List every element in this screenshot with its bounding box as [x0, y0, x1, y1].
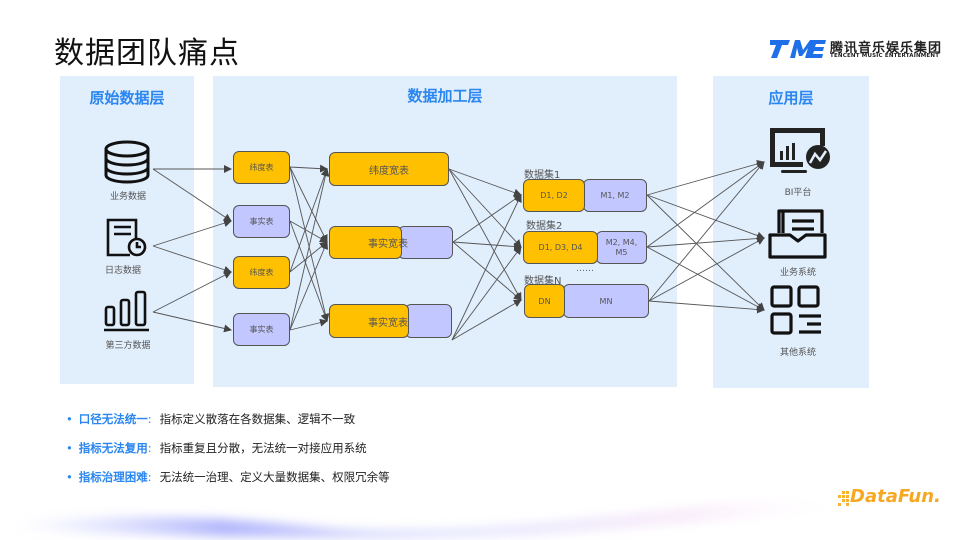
source-label-log: 日志数据	[104, 266, 141, 276]
wide-table-fact[interactable]: 事实宽表	[329, 304, 409, 338]
raw-panel-title: 原始数据层	[89, 89, 165, 107]
connector-arrow	[448, 168, 522, 197]
application-panel-title: 应用层	[768, 89, 814, 107]
connector-arrow	[646, 234, 765, 248]
connector-arrow	[646, 161, 765, 248]
pain-point-item: • 指标治理困难: 无法统一治理、定义大量数据集、权限冗余等	[66, 469, 390, 485]
source-label-business: 业务数据	[109, 192, 146, 202]
business-system-icon	[768, 209, 827, 259]
base-table-dimension[interactable]: 纬度表	[233, 151, 290, 184]
bar-chart-icon	[104, 290, 149, 332]
pain-point-separator: :	[147, 441, 152, 455]
pain-point-separator: :	[147, 412, 152, 426]
raw-data-panel	[60, 76, 194, 384]
connector-arrow	[289, 318, 328, 331]
datafun-dots-icon	[838, 491, 849, 506]
connector-arrow	[646, 160, 765, 196]
pain-point-key: 指标无法复用	[78, 441, 148, 455]
connector-arrow	[289, 168, 329, 273]
connector-arrow	[648, 161, 765, 302]
bullet-icon: •	[66, 441, 73, 455]
wide-table-fact[interactable]: 事实宽表	[329, 226, 408, 259]
connector-arrow	[152, 311, 232, 333]
connector-arrow	[289, 241, 328, 331]
connector-arrow	[289, 164, 328, 173]
connector-arrow	[648, 300, 765, 314]
grid-apps-icon	[770, 285, 821, 335]
dataset-name: 数据集1	[524, 170, 561, 181]
connector-arrow	[451, 194, 522, 341]
datafun-logo: DataFun.	[850, 486, 941, 507]
connector-arrow	[152, 219, 232, 247]
connector-arrow	[451, 299, 522, 341]
dataset-metrics[interactable]: M1, M2	[583, 179, 647, 212]
processing-panel-title: 数据加工层	[407, 87, 483, 105]
wide-table-fact-extension	[405, 304, 452, 338]
connector-arrow	[289, 220, 329, 322]
connector-arrow	[152, 168, 232, 222]
source-label-third-party: 第三方数据	[105, 341, 151, 351]
decorative-swoosh	[10, 500, 860, 539]
logo-name-en: TENCENT MUSIC ENTERTAINMENT	[830, 53, 940, 59]
connector-arrow	[289, 168, 330, 331]
base-table-fact[interactable]: 事实表	[233, 205, 290, 238]
connector-arrow	[289, 220, 328, 243]
database-icon	[104, 140, 150, 184]
dataset-dimensions[interactable]: DN	[524, 284, 565, 318]
pain-point-desc: 无法统一治理、定义大量数据集、权限冗余等	[159, 470, 390, 484]
connector-arrow	[646, 194, 765, 240]
dataset-dimensions[interactable]: D1, D2	[523, 179, 585, 212]
bullet-icon: •	[66, 470, 73, 484]
pain-point-desc: 指标重复且分散，无法统一对接应用系统	[159, 441, 367, 455]
base-table-dimension[interactable]: 纬度表	[233, 256, 290, 289]
connector-arrow	[152, 271, 232, 313]
wide-table-dimension[interactable]: 纬度宽表	[329, 152, 449, 186]
dataset-metrics[interactable]: M2, M4, M5	[596, 231, 647, 264]
connector-arrow	[448, 168, 522, 248]
connector-arrow	[646, 194, 765, 311]
pain-point-desc: 指标定义散落在各数据集、逻辑不一致	[159, 412, 356, 426]
log-document-icon	[106, 218, 147, 257]
connector-arrow	[289, 166, 330, 322]
pain-point-item: • 口径无法统一: 指标定义散落在各数据集、逻辑不一致	[66, 411, 355, 427]
logo-name-cn: 腾讯音乐娱乐集团	[830, 41, 943, 56]
pain-point-key: 指标治理困难	[78, 470, 148, 484]
connector-arrow	[448, 168, 522, 301]
connector-arrow	[152, 245, 232, 274]
dataset-name: 数据集N	[524, 276, 562, 287]
base-table-fact[interactable]: 事实表	[233, 313, 290, 346]
app-label-other: 其他系统	[779, 348, 816, 358]
dataset-name: 数据集2	[526, 221, 563, 232]
connector-arrow	[452, 241, 522, 251]
pain-point-key: 口径无法统一	[78, 412, 148, 426]
pain-point-item: • 指标无法复用: 指标重复且分散，无法统一对接应用系统	[66, 440, 367, 456]
page-title: 数据团队痛点	[54, 36, 240, 71]
bi-dashboard-icon	[770, 128, 830, 173]
dataset-metrics[interactable]: MN	[563, 284, 649, 318]
dataset-dimensions[interactable]: D1, D3, D4	[523, 231, 598, 264]
connector-arrow	[452, 241, 522, 301]
bullet-icon: •	[66, 412, 73, 426]
wide-table-fact-label: 事实宽表	[368, 239, 408, 250]
connector-arrow	[452, 194, 522, 243]
wide-table-fact-label: 事实宽表	[368, 317, 408, 329]
connector-arrow	[451, 246, 522, 341]
tme-logo-icon	[770, 40, 826, 58]
connector-arrow	[648, 237, 765, 302]
connector-arrow	[646, 246, 765, 311]
dataset-ellipsis: ……	[576, 264, 594, 274]
connector-arrow	[289, 166, 328, 243]
pain-point-separator: :	[147, 470, 152, 484]
app-label-bi: BI平台	[784, 188, 812, 198]
wide-table-fact-extension	[398, 226, 453, 259]
app-label-business: 业务系统	[779, 268, 816, 278]
